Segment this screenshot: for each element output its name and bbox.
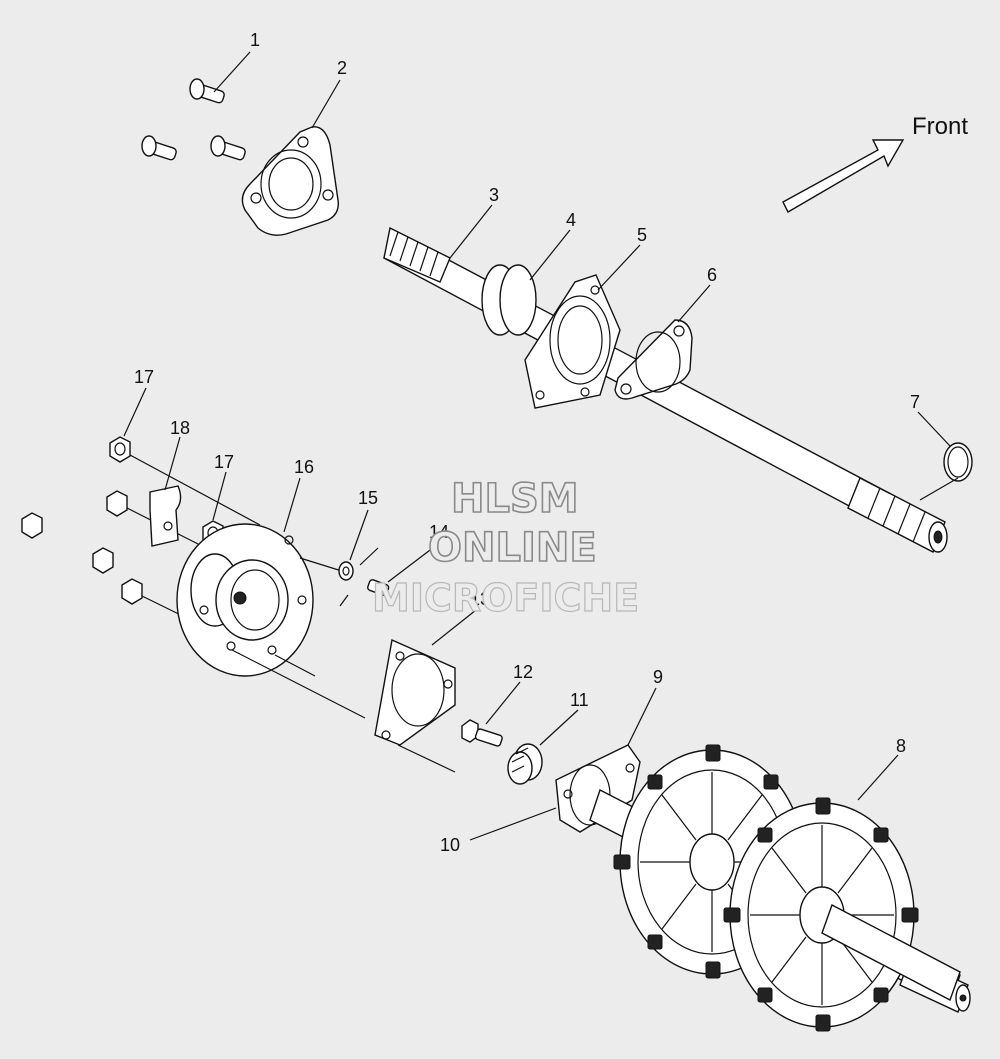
watermark-line-2: ONLINE — [428, 525, 597, 571]
bearing-flange-part-5 — [524, 274, 621, 409]
rivet-part-1 — [141, 78, 246, 161]
callout-11: 11 — [570, 690, 589, 710]
o-ring-part-7 — [943, 442, 973, 482]
callout-12: 12 — [513, 662, 533, 682]
callout-8: 8 — [896, 736, 906, 756]
flange-part-6 — [614, 319, 693, 400]
watermark-line-3: MICROFICHE — [372, 576, 639, 620]
callout-10: 10 — [440, 835, 460, 855]
callout-16: 16 — [294, 457, 314, 477]
callout-14: 14 — [429, 522, 449, 542]
callout-4: 4 — [566, 210, 576, 230]
callout-18: 18 — [170, 418, 190, 438]
callout-6: 6 — [707, 265, 717, 285]
sprocket-part-8b — [723, 797, 961, 1032]
front-direction-label: Front — [912, 113, 968, 140]
callout-17a: 17 — [134, 367, 154, 387]
gear-part-11 — [507, 743, 543, 785]
bolt-part-12 — [461, 719, 503, 747]
leader-lines — [123, 51, 959, 841]
callout-17b: 17 — [214, 452, 234, 472]
callout-1: 1 — [250, 30, 260, 50]
callout-2: 2 — [337, 58, 347, 78]
callout-5: 5 — [637, 225, 647, 245]
front-direction-arrow-icon — [782, 139, 905, 213]
pin-part-14 — [367, 579, 390, 596]
callout-13: 13 — [470, 589, 490, 609]
callout-15: 15 — [358, 488, 378, 508]
watermark-line-1: HLSM — [451, 476, 579, 522]
bearing-part-4 — [481, 264, 537, 336]
callout-3: 3 — [489, 185, 499, 205]
callout-9: 9 — [653, 667, 663, 687]
flange-plate-part-2 — [241, 126, 339, 236]
callout-7: 7 — [910, 392, 920, 412]
hub-flange-part-16 — [176, 523, 314, 677]
watermark: HLSM ONLINE MICROFICHE — [371, 475, 639, 620]
washer-part-15 — [338, 547, 379, 607]
plate-part-13 — [374, 638, 456, 746]
callout-labels: 1 2 3 4 5 6 7 8 9 10 11 12 13 14 15 16 1… — [134, 30, 920, 855]
hub-lines — [231, 557, 456, 773]
clip-part-18 — [149, 485, 182, 547]
